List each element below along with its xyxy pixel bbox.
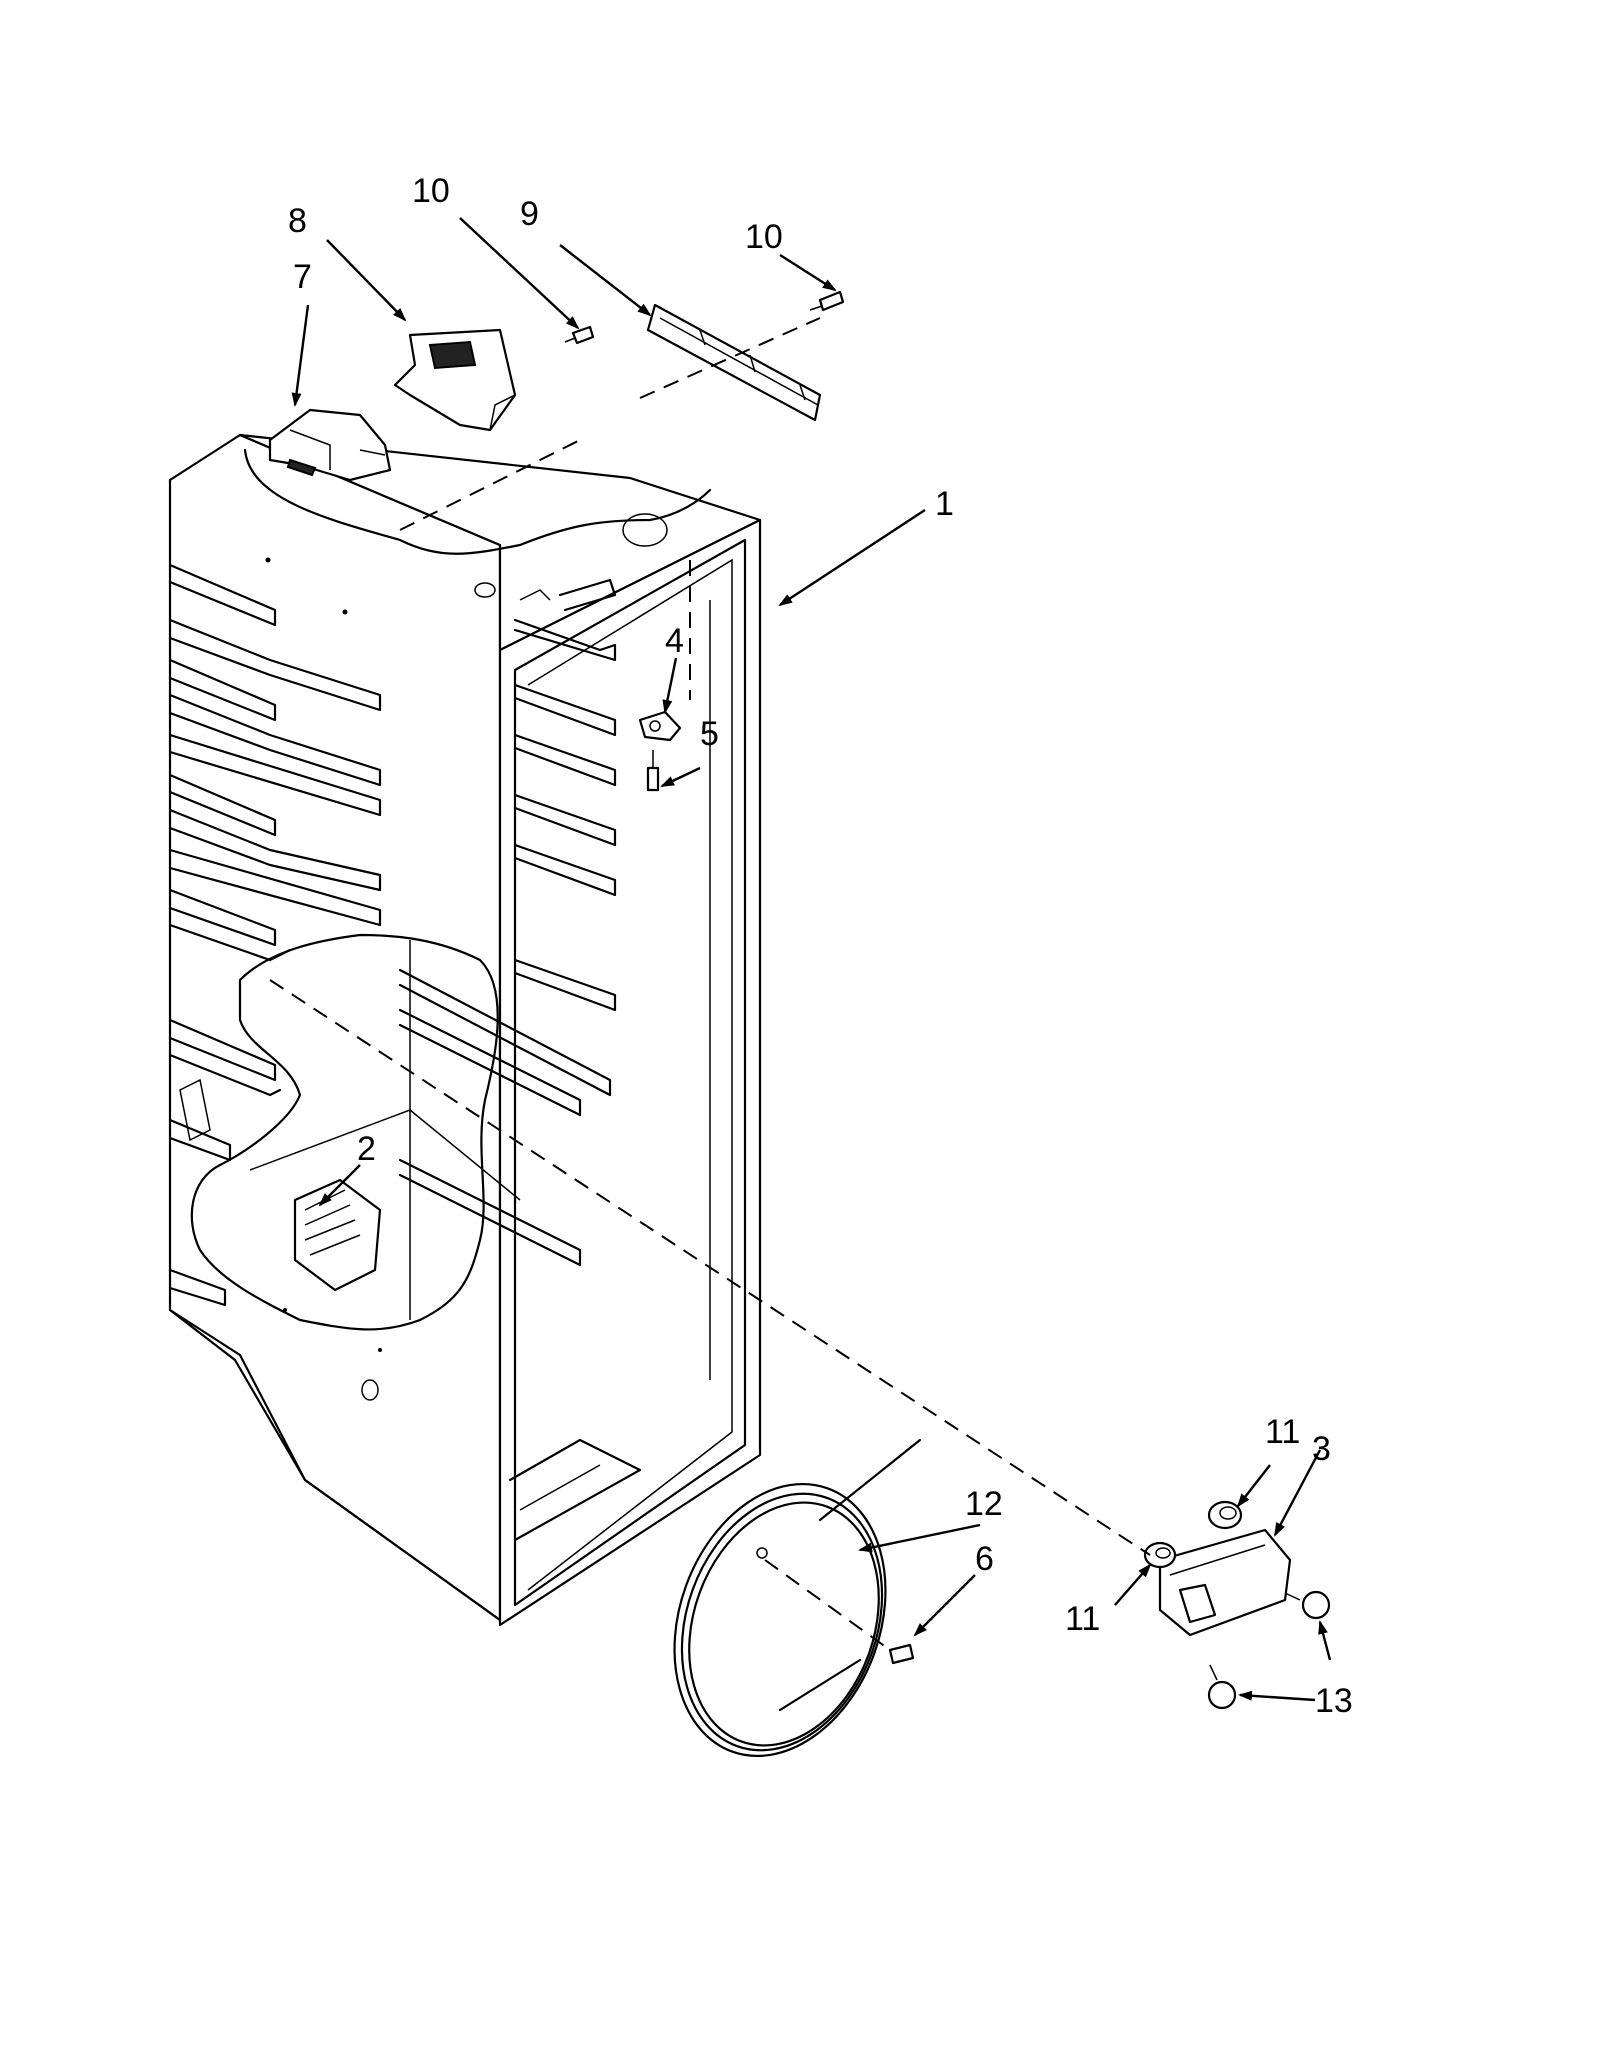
part-8-bracket xyxy=(393,328,517,432)
part-11-socket-a xyxy=(1207,1500,1243,1530)
callout-11-upper: 11 xyxy=(1265,1413,1300,1451)
callout-2: 2 xyxy=(357,1130,376,1168)
part-10-screw-b xyxy=(809,290,845,312)
leader-arrows xyxy=(291,217,1332,1702)
alignment-lines xyxy=(269,317,1151,1651)
part-3-housing xyxy=(1158,1528,1292,1637)
left-shelf-rails xyxy=(168,563,382,1307)
cabinet-liner xyxy=(168,433,762,1627)
part-7-control-housing xyxy=(268,408,392,482)
part-11-socket-b xyxy=(1143,1541,1177,1569)
callout-3: 3 xyxy=(1312,1430,1331,1468)
callout-11-lower: 11 xyxy=(1065,1600,1100,1638)
right-shelf-rails xyxy=(398,578,617,1267)
callout-12: 12 xyxy=(965,1485,1003,1523)
callout-5: 5 xyxy=(700,715,719,753)
part-6-screw xyxy=(888,1643,915,1665)
callout-1: 1 xyxy=(935,485,954,523)
callout-10-right: 10 xyxy=(745,218,783,256)
callout-4: 4 xyxy=(665,622,684,660)
callout-labels: 1 2 3 4 5 6 7 8 9 10 10 11 11 12 13 xyxy=(288,172,1353,1720)
callout-10-left: 10 xyxy=(412,172,450,210)
callout-13: 13 xyxy=(1315,1682,1353,1720)
part-5-screw xyxy=(646,750,660,792)
part-13-bulb-a xyxy=(1284,1590,1331,1620)
part-13-bulb-b xyxy=(1207,1664,1237,1710)
part-10-screw-a xyxy=(564,325,595,345)
part-12-tubing xyxy=(673,1438,922,1758)
part-4-clip xyxy=(638,710,682,742)
part-9-rail xyxy=(646,303,822,422)
callout-9: 9 xyxy=(520,195,539,233)
callout-8: 8 xyxy=(288,202,307,240)
callout-6: 6 xyxy=(975,1540,994,1578)
callout-7: 7 xyxy=(293,258,312,296)
